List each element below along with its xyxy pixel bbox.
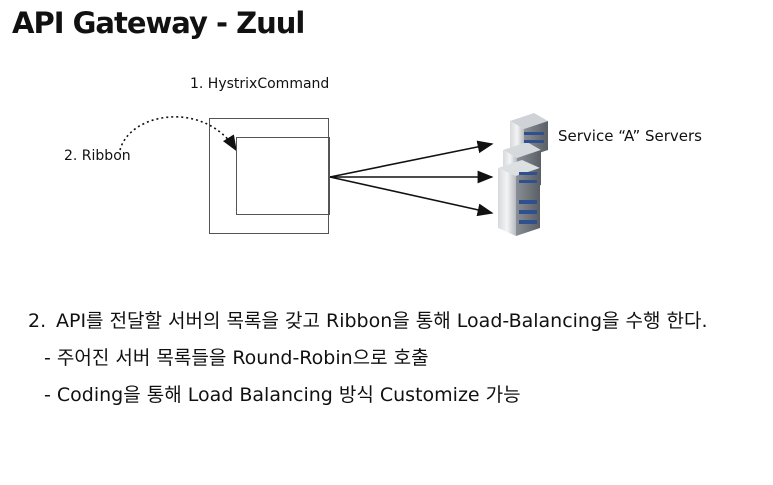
main-bullet-number: 2. [28,310,47,332]
arrow-to-server-top [329,140,494,178]
server-stack-icon [498,113,548,236]
servers-label: Service “A” Servers [558,127,702,145]
page-title: API Gateway - Zuul [12,6,305,40]
main-bullet-text: API를 전달할 서버의 목록을 갖고 Ribbon을 통해 Load-Bala… [56,310,708,332]
ribbon-dotted-arrow [119,116,237,152]
sub-bullet-2: - Coding을 통해 Load Balancing 방식 Customize… [44,384,521,406]
hystrix-command-label: 1. HystrixCommand [190,76,330,92]
sub-bullet-1: - 주어진 서버 목록들을 Round-Robin으로 호출 [44,347,429,369]
hystrix-command-box [209,118,329,234]
ribbon-inner-box [236,137,330,215]
diagram-canvas [119,113,548,236]
main-bullet: 2. API를 전달할 서버의 목록을 갖고 Ribbon을 통해 Load-B… [28,308,768,335]
ribbon-label: 2. Ribbon [64,148,131,164]
arrow-to-server-bottom [329,176,494,217]
bullet-list: 2. API를 전달할 서버의 목록을 갖고 Ribbon을 통해 Load-B… [28,308,768,409]
